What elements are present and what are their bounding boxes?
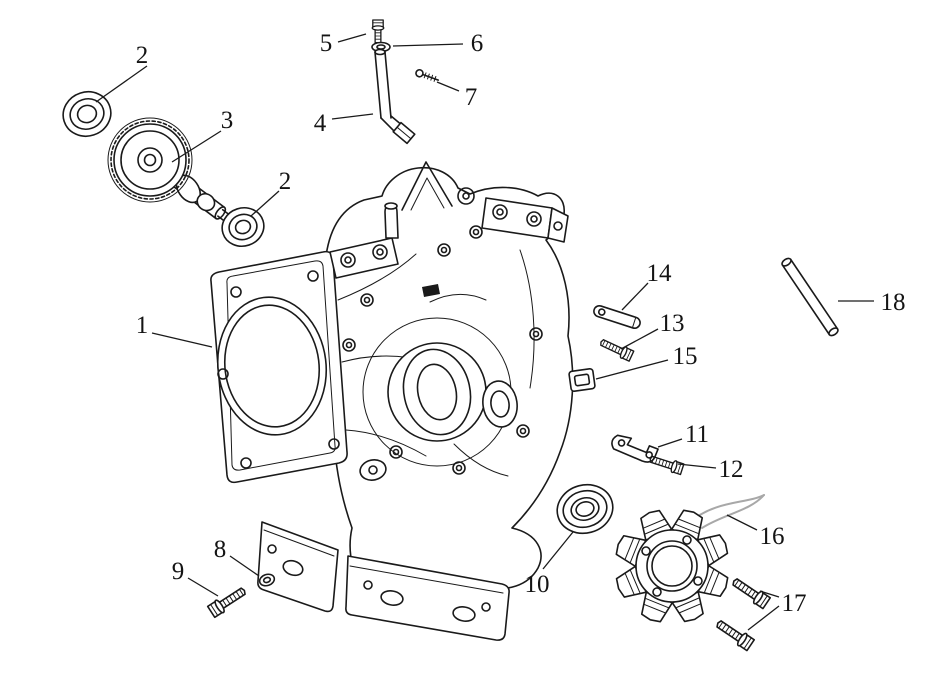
callout-9: 9 (172, 558, 185, 585)
ball-bearing-upper (62, 91, 112, 137)
callout-11: 11 (685, 421, 709, 448)
leader-10 (542, 531, 574, 570)
callout-12: 12 (719, 456, 744, 483)
leader-4 (331, 113, 374, 120)
oil-seal (556, 483, 614, 535)
foot-bolt (206, 583, 250, 619)
crankcase-front-face (210, 250, 348, 484)
camshaft-assembly (107, 117, 233, 224)
top-mounting-bosses (329, 161, 569, 279)
callout-7: 7 (465, 84, 478, 111)
callout-2b: 2 (279, 168, 292, 195)
callout-labels: 2 3 2 5 6 7 4 1 14 13 15 18 11 12 16 10 … (136, 30, 906, 617)
leader-1 (151, 332, 213, 348)
callout-5: 5 (320, 30, 333, 57)
callout-leader-lines (95, 33, 874, 631)
retainer-bracket (611, 434, 659, 463)
cover-plate (568, 368, 596, 392)
crank-bore (362, 317, 512, 467)
leader-3 (171, 130, 222, 163)
callout-13: 13 (660, 310, 685, 337)
set-screw (415, 68, 440, 82)
leader-17a (759, 590, 780, 598)
callout-17: 17 (782, 590, 807, 617)
governor-arm (593, 304, 641, 330)
callout-1: 1 (136, 312, 149, 339)
leader-16 (726, 514, 758, 531)
stator-bolt-lower (713, 616, 756, 652)
callout-4: 4 (314, 110, 327, 137)
callout-15: 15 (673, 343, 698, 370)
leader-12 (677, 463, 717, 469)
callout-3: 3 (221, 107, 234, 134)
bolt-13 (597, 335, 635, 363)
cam-gear (107, 117, 193, 203)
leader-9 (187, 577, 219, 597)
leader-11 (657, 438, 683, 448)
dipstick-tube (374, 48, 416, 145)
leader-2a (95, 65, 148, 103)
leader-14 (621, 282, 649, 311)
callout-16: 16 (760, 523, 785, 550)
flat-washer (258, 573, 276, 587)
leader-13 (620, 328, 659, 350)
ball-bearing-lower (221, 207, 265, 247)
leader-6 (392, 43, 464, 47)
dowel-pin (781, 257, 839, 337)
crankcase-body (210, 161, 574, 641)
callout-14: 14 (647, 260, 673, 287)
mounting-feet (257, 521, 510, 641)
callout-8: 8 (214, 536, 227, 563)
callout-6: 6 (471, 30, 484, 57)
callout-2a: 2 (136, 42, 149, 69)
secondary-bores (342, 225, 543, 481)
leader-8 (229, 555, 260, 577)
leader-17b (747, 605, 780, 631)
leader-15 (595, 359, 669, 380)
leader-7 (436, 81, 460, 92)
stator-plate (615, 509, 729, 623)
casting-ribs (337, 249, 535, 477)
leader-5 (337, 33, 367, 43)
leader-2b (250, 190, 280, 217)
callout-18: 18 (881, 289, 906, 316)
callout-10: 10 (525, 571, 550, 598)
